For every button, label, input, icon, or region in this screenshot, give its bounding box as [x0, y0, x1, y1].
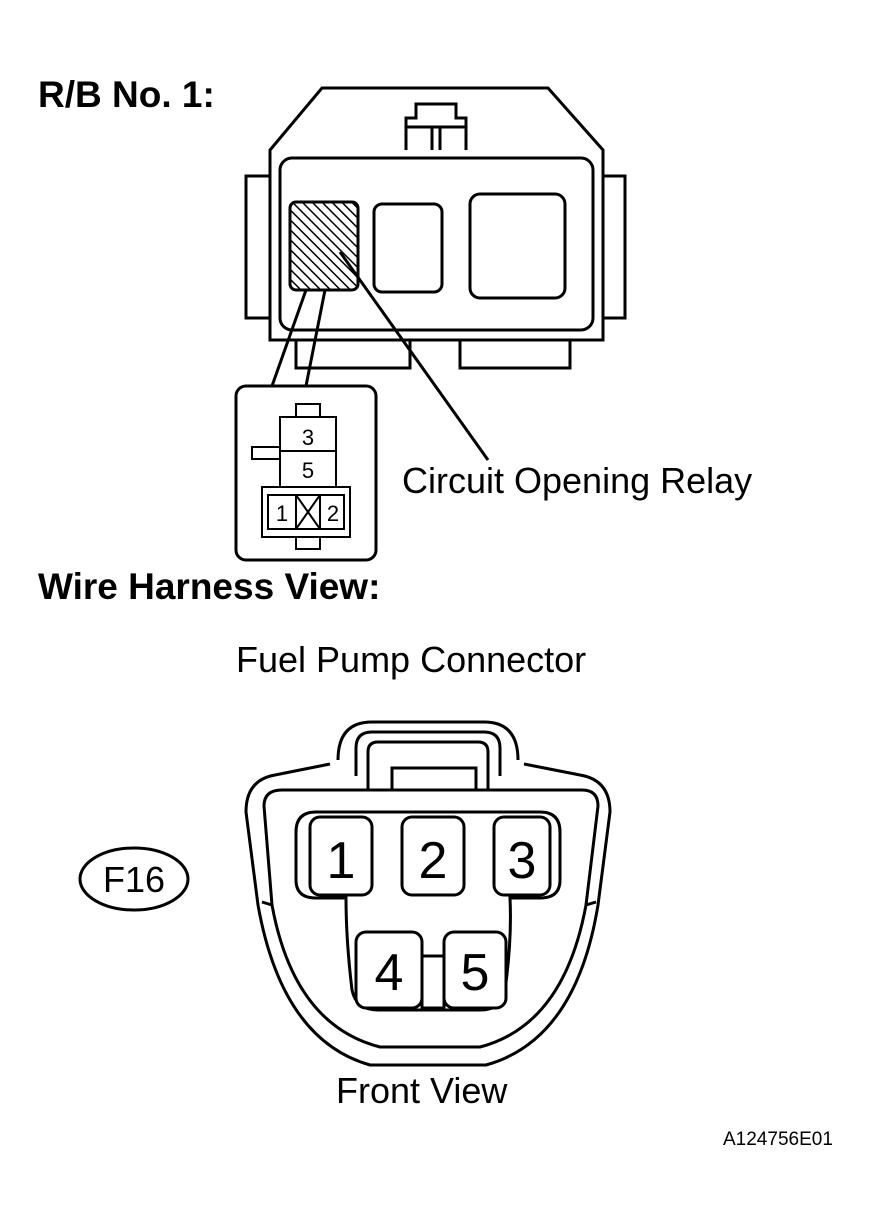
relay-block-heading: R/B No. 1:	[38, 74, 215, 115]
circuit-opening-relay-slot	[288, 200, 360, 292]
relay-pin-3: 3	[302, 425, 314, 450]
wire-harness-heading: Wire Harness View:	[38, 566, 381, 607]
front-view-label: Front View	[336, 1070, 508, 1111]
fuel-pump-pin-3: 3	[508, 832, 537, 890]
connector-code-oval	[78, 846, 190, 912]
figure-id: A124756E01	[723, 1129, 833, 1150]
relay-leader-line	[338, 251, 490, 461]
fuel-pump-pin-2: 2	[419, 832, 448, 890]
fuel-pump-pin-5: 5	[461, 944, 490, 1002]
fuel-pump-connector-title: Fuel Pump Connector	[236, 639, 587, 680]
fuel-pump-connector	[244, 720, 612, 1067]
connector-code: F16	[103, 859, 165, 900]
circuit-opening-relay-label: Circuit Opening Relay	[402, 460, 753, 501]
callout-lines	[270, 289, 327, 387]
relay-pin-1: 1	[276, 501, 288, 526]
fuel-pump-pin-1: 1	[327, 832, 356, 890]
relay-pin-2: 2	[327, 501, 339, 526]
fuel-pump-pin-4: 4	[375, 944, 404, 1002]
relay-connector-detail: 3 5 1 2	[234, 384, 378, 562]
relay-pin-5: 5	[302, 458, 314, 483]
